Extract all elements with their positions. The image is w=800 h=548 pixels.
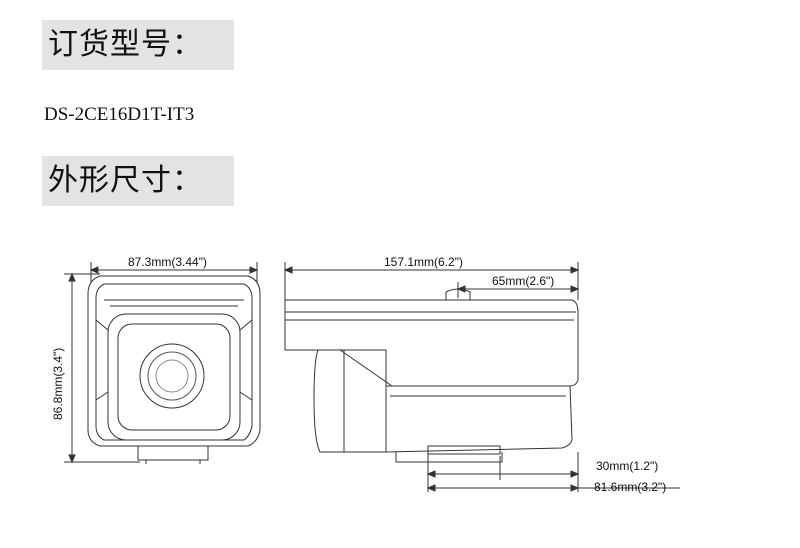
order-model-heading: 订货型号： [42,20,234,70]
total-length-label: 157.1mm(6.2") [384,255,463,269]
base-length-label: 81.6mm(3.2") [594,480,666,494]
front-width-label: 87.3mm(3.44") [128,255,207,269]
dimensions-heading: 外形尺寸： [42,156,234,206]
side-view [283,262,680,492]
front-view [64,262,261,464]
front-height-label: 86.8mm(3.4") [51,348,65,420]
mount-offset-label: 65mm(2.6") [492,274,554,288]
model-number: DS-2CE16D1T-IT3 [44,104,195,125]
base-depth-label: 30mm(1.2") [596,459,658,473]
